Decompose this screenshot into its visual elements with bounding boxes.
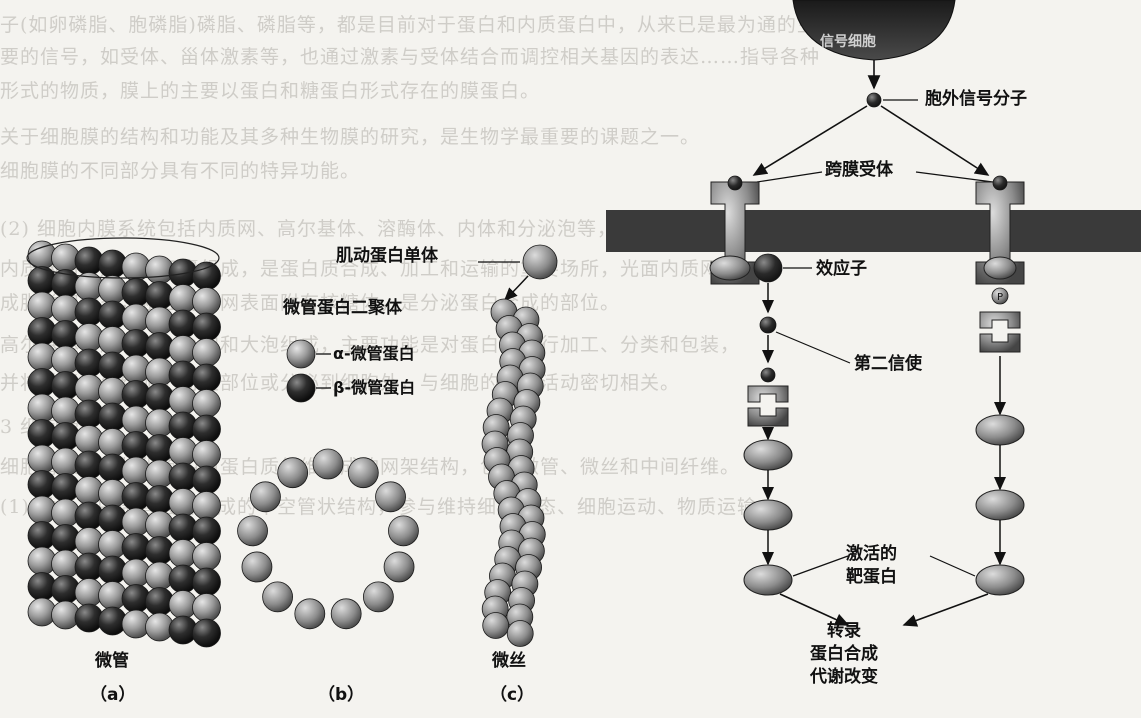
dimer-title-label: 微管蛋白二聚体 xyxy=(283,298,402,318)
transmembrane-receptor-label: 跨膜受体 xyxy=(825,160,893,180)
right-transmembrane-receptor xyxy=(975,181,1025,285)
beta-tubulin-subunit xyxy=(192,363,221,393)
actin-monomer-ball xyxy=(522,244,558,280)
background-text-line: 关于细胞膜的结构和功能及其多种生物膜的研究，是生物学最重要的课题之一。 xyxy=(0,126,701,148)
alpha-tubulin-subunit xyxy=(192,440,221,469)
ring-tubulin-subunit xyxy=(237,515,268,547)
actin-monomer-label: 肌动蛋白单体 xyxy=(336,246,438,266)
messenger-leader xyxy=(775,331,851,364)
background-text-line: 细胞膜的不同部分具有不同的特异功能。 xyxy=(0,160,361,182)
signal-cell xyxy=(792,0,956,61)
signal-molecule xyxy=(866,92,882,108)
actin-filament-subunit-right xyxy=(506,620,534,647)
microtubule-label: 微管 xyxy=(95,651,129,671)
activated-target-label: 激活的 靶蛋白 xyxy=(846,544,897,587)
left-cascade-protein xyxy=(743,439,793,471)
ring-tubulin-subunit xyxy=(330,598,362,630)
effector-protein xyxy=(753,253,783,283)
beta-tubulin-subunit xyxy=(192,414,221,444)
ring-tubulin-subunit xyxy=(277,457,309,489)
beta-tubulin-subunit xyxy=(192,261,221,291)
ring-tubulin-subunit xyxy=(388,515,419,547)
extracellular-signal-label: 胞外信号分子 xyxy=(925,89,1027,109)
beta-tubulin-subunit xyxy=(192,312,221,342)
arrow-to-right-receptor xyxy=(880,105,990,176)
alpha-tubulin-subunit xyxy=(192,542,221,571)
ring-tubulin-subunit xyxy=(375,481,406,513)
target-leader-right xyxy=(929,555,976,577)
ring-tubulin-subunit xyxy=(250,481,281,513)
ring-tubulin-subunit xyxy=(383,551,415,583)
background-text-line: 要的信号，如受体、甾体激素等，也通过激素与受体结合而调控相关基因的表达……指导各… xyxy=(0,46,821,68)
alpha-tubulin-subunit xyxy=(192,338,221,367)
right-receptor-base xyxy=(983,256,1017,280)
receptor-leader-left xyxy=(756,171,823,183)
beta-tubulin-label: β-微管蛋白 xyxy=(333,378,416,397)
actin-filament-subunit-left xyxy=(482,612,510,639)
right-outcome-arrow xyxy=(902,593,989,627)
arrow-to-left-receptor xyxy=(752,105,868,176)
ring-tubulin-subunit xyxy=(262,581,294,613)
bound-ligand-right xyxy=(992,175,1008,191)
left-receptor-base xyxy=(709,255,751,281)
cellular-outcome-label: 转录 蛋白合成 代谢改变 xyxy=(810,621,878,687)
ring-tubulin-subunit xyxy=(312,448,344,480)
signal-cell-label: 信号细胞 xyxy=(820,34,876,50)
alpha-tubulin-subunit xyxy=(192,389,221,418)
second-messenger-molecule xyxy=(759,316,777,334)
right-cascade-protein xyxy=(975,489,1025,521)
right-cascade-protein xyxy=(975,564,1025,596)
ring-tubulin-subunit xyxy=(241,551,273,583)
microfilament-label: 微丝 xyxy=(492,651,526,671)
actin-polymerization-arrow xyxy=(503,275,529,302)
left-kinase-protein xyxy=(747,385,789,427)
beta-tubulin-subunit xyxy=(192,567,221,597)
second-messenger-label: 第二信使 xyxy=(854,354,922,374)
panel-b-label: （b） xyxy=(318,685,365,705)
background-text-line: 形式的物质，膜上的主要以蛋白和糖蛋白形式存在的膜蛋白。 xyxy=(0,80,541,102)
bound-ligand-left xyxy=(727,175,743,191)
ring-tubulin-subunit xyxy=(347,457,379,489)
alpha-tubulin-subunit xyxy=(192,491,221,520)
left-outcome-arrow xyxy=(779,593,850,626)
bound-messenger xyxy=(760,367,776,383)
signal-transduction-figure: P xyxy=(606,0,1141,627)
phosphate-group xyxy=(991,287,1009,305)
panel-c-label: （c） xyxy=(490,685,535,705)
alpha-tubulin-legend-ball xyxy=(286,339,316,369)
beta-tubulin-legend-ball xyxy=(286,373,316,403)
right-cascade-protein xyxy=(975,414,1025,446)
left-transmembrane-receptor xyxy=(710,181,760,285)
background-text-line: (2) 细胞内膜系统包括内质网、高尔基体、溶酶体、内体和分泌泡等， xyxy=(0,218,617,240)
phosphate-label: P xyxy=(997,292,1003,303)
background-text-line: 子(如卵磷脂、胞磷脂)磷脂、磷脂等，都是目前对于蛋白和内质蛋白中，从来已是最为通… xyxy=(0,14,817,36)
receptor-leader-right xyxy=(915,171,994,183)
alpha-tubulin-subunit xyxy=(192,287,221,316)
ring-tubulin-subunit xyxy=(362,581,394,613)
panel-a-label: （a） xyxy=(90,685,136,705)
beta-tubulin-subunit xyxy=(192,465,221,495)
ring-tubulin-subunit xyxy=(294,598,326,630)
alpha-tubulin-subunit xyxy=(192,593,221,622)
left-cascade-protein xyxy=(743,499,793,531)
plasma-membrane xyxy=(606,210,1141,252)
target-leader-left xyxy=(792,555,849,577)
beta-tubulin-subunit xyxy=(192,516,221,546)
left-cascade-protein xyxy=(743,564,793,596)
effector-label: 效应子 xyxy=(816,259,867,279)
beta-tubulin-subunit xyxy=(192,618,221,648)
microtubule-lumen-rim xyxy=(26,237,220,279)
right-adaptor-protein xyxy=(979,311,1021,353)
alpha-tubulin-label: α-微管蛋白 xyxy=(333,344,415,363)
cytoskeleton-figure xyxy=(26,237,558,648)
